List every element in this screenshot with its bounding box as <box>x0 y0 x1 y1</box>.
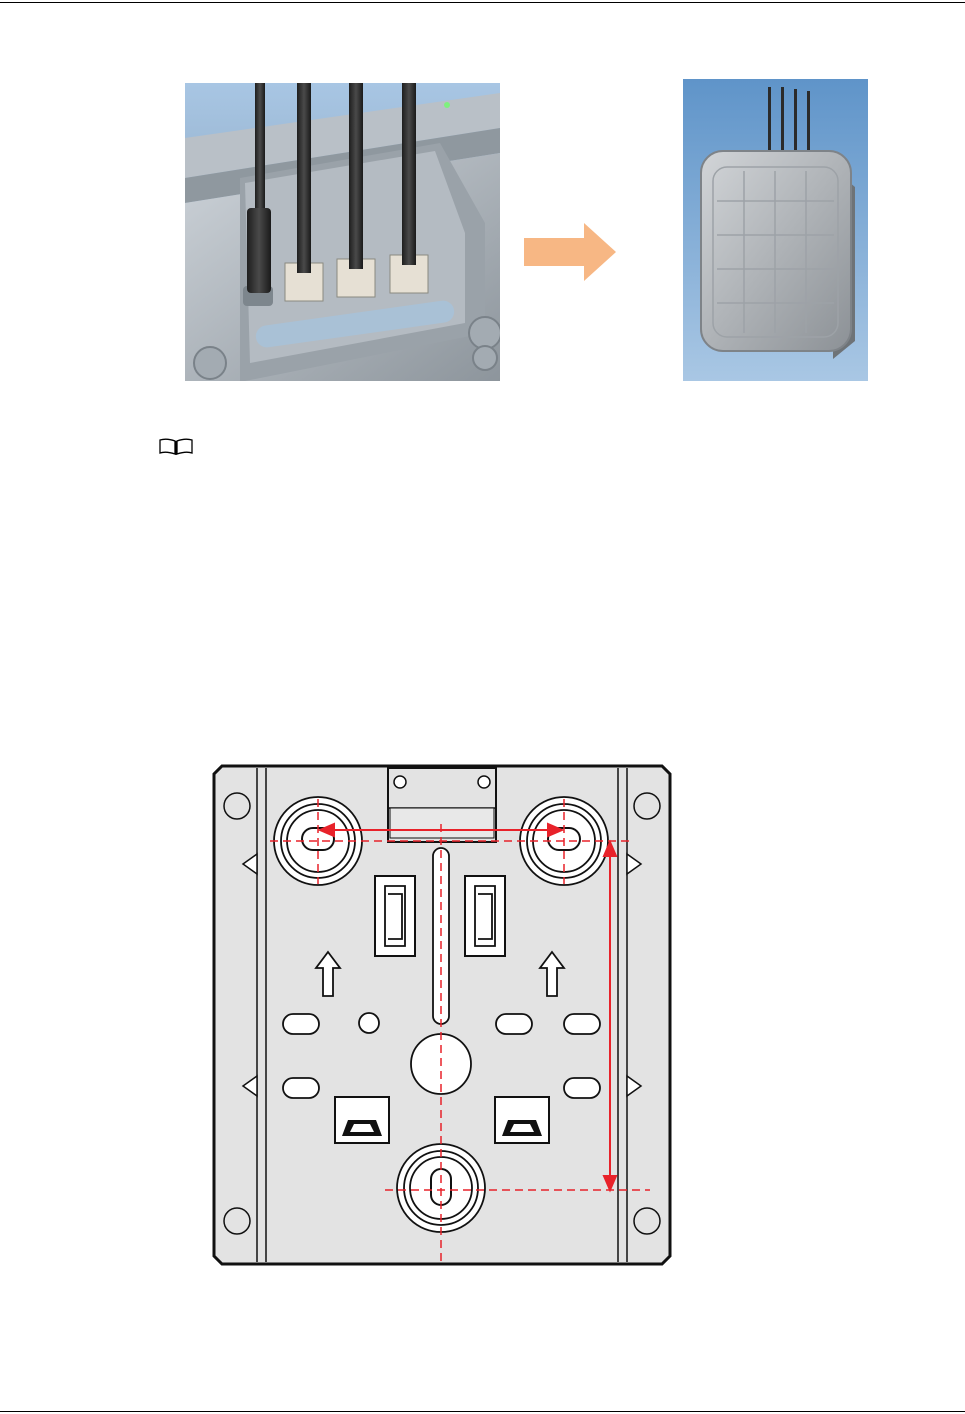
header-rule <box>0 2 965 3</box>
book-icon <box>158 437 194 457</box>
arrow-right-icon <box>524 223 616 281</box>
antenna-connection-photo <box>185 83 500 381</box>
mounted-device-photo <box>683 79 868 381</box>
mounting-bracket-drawing <box>210 764 674 1266</box>
footer-rule <box>0 1411 965 1412</box>
